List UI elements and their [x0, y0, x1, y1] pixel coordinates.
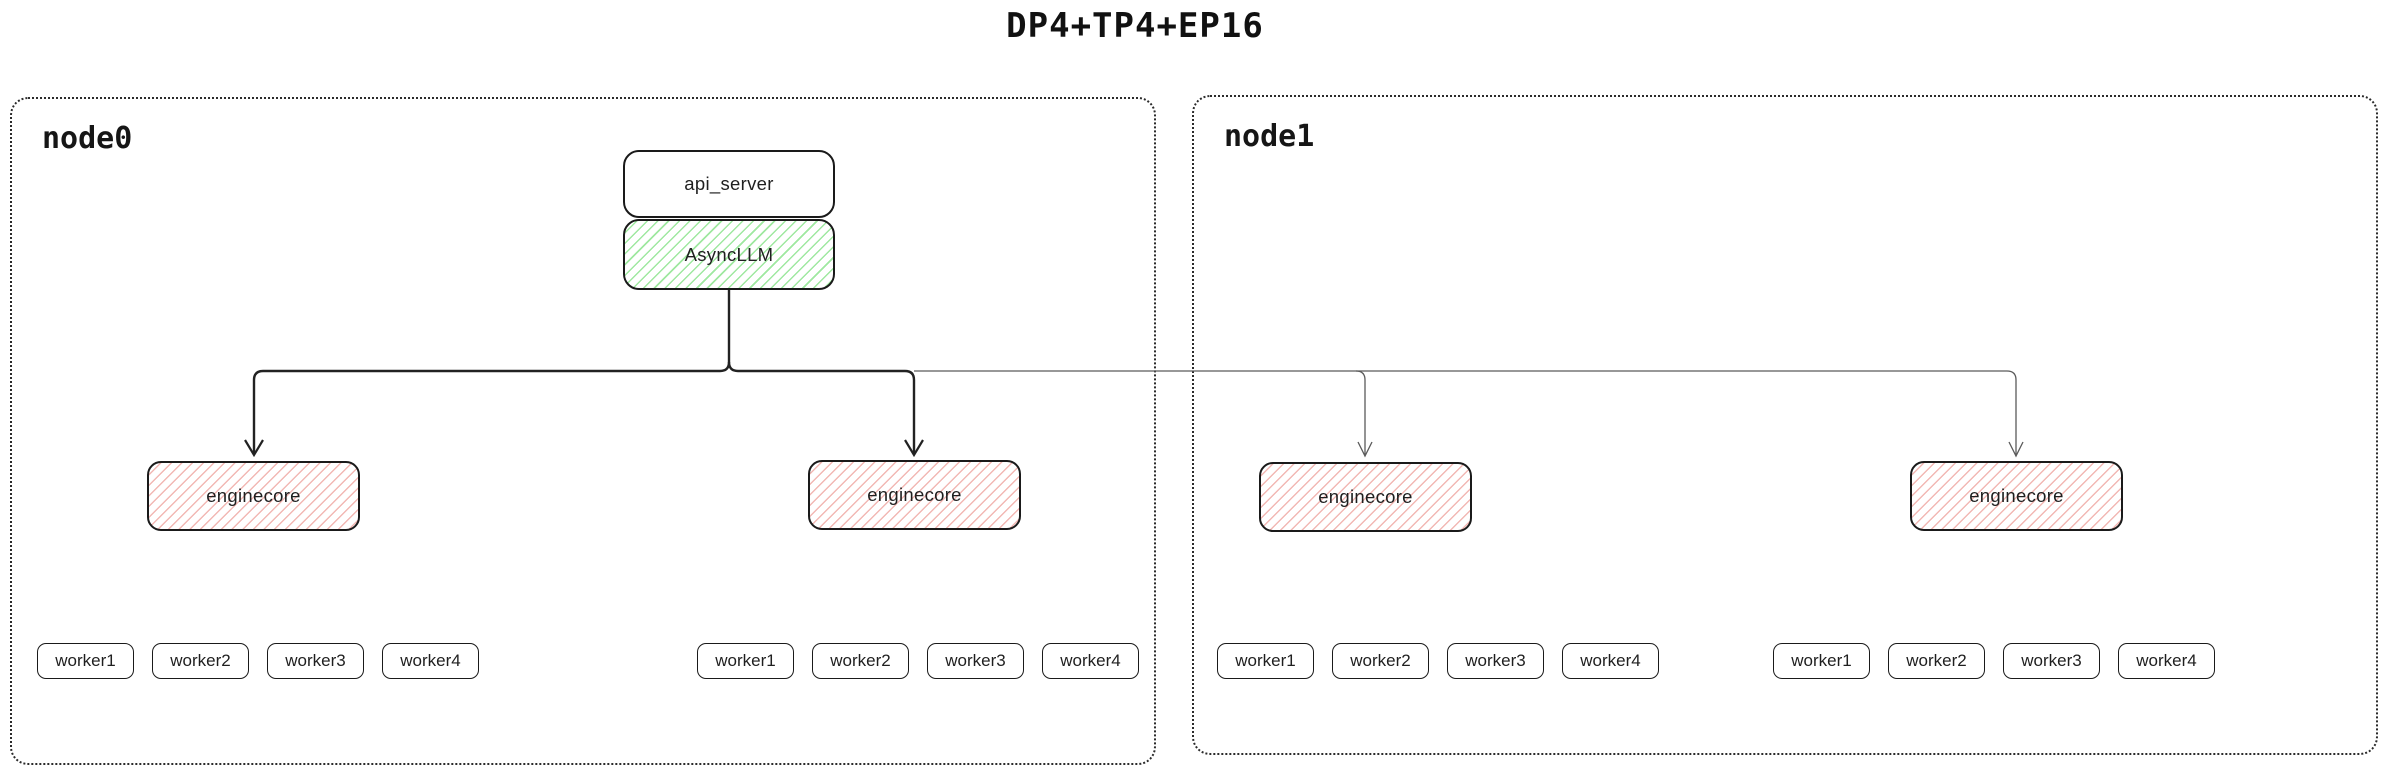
- enginecore-box-2: enginecore: [808, 460, 1021, 530]
- api-server-label: api_server: [684, 173, 774, 194]
- worker-label: worker2: [170, 651, 231, 670]
- worker-label: worker2: [1906, 651, 1967, 670]
- worker-label: worker4: [1580, 651, 1641, 670]
- worker-label: worker4: [400, 651, 461, 670]
- diagram-title: DP4+TP4+EP16: [1006, 6, 1264, 46]
- worker-label: worker1: [715, 651, 776, 670]
- enginecore-label: enginecore: [206, 485, 301, 506]
- worker-group-2: worker1 worker2 worker3 worker4: [697, 643, 1139, 679]
- worker-box: worker2: [152, 643, 249, 679]
- asyncllm-box: AsyncLLM: [623, 219, 835, 290]
- worker-label: worker1: [1235, 651, 1296, 670]
- worker-box: worker1: [1217, 643, 1314, 679]
- worker-box: worker1: [697, 643, 794, 679]
- worker-label: worker4: [1060, 651, 1121, 670]
- worker-box: worker2: [1332, 643, 1429, 679]
- worker-box: worker4: [1562, 643, 1659, 679]
- worker-label: worker3: [285, 651, 346, 670]
- worker-group-4: worker1 worker2 worker3 worker4: [1773, 643, 2215, 679]
- asyncllm-label: AsyncLLM: [684, 243, 774, 265]
- worker-label: worker2: [830, 651, 891, 670]
- worker-box: worker4: [382, 643, 479, 679]
- worker-group-3: worker1 worker2 worker3 worker4: [1217, 643, 1659, 679]
- worker-label: worker4: [2136, 651, 2197, 670]
- worker-box: worker4: [2118, 643, 2215, 679]
- worker-box: worker1: [37, 643, 134, 679]
- worker-box: worker2: [812, 643, 909, 679]
- worker-box: worker4: [1042, 643, 1139, 679]
- enginecore-label: enginecore: [1969, 485, 2064, 506]
- enginecore-label: enginecore: [867, 484, 962, 505]
- enginecore-box-1: enginecore: [147, 461, 360, 531]
- worker-box: worker3: [1447, 643, 1544, 679]
- enginecore-label: enginecore: [1318, 486, 1413, 507]
- worker-label: worker1: [1791, 651, 1852, 670]
- node0-label: node0: [42, 121, 133, 156]
- worker-box: worker1: [1773, 643, 1870, 679]
- api-server-box: api_server: [623, 150, 835, 218]
- worker-label: worker3: [2021, 651, 2082, 670]
- worker-box: worker2: [1888, 643, 1985, 679]
- node1-label: node1: [1224, 119, 1315, 154]
- enginecore-box-3: enginecore: [1259, 462, 1472, 532]
- worker-label: worker1: [55, 651, 116, 670]
- worker-box: worker3: [2003, 643, 2100, 679]
- worker-box: worker3: [267, 643, 364, 679]
- worker-label: worker3: [945, 651, 1006, 670]
- worker-label: worker3: [1465, 651, 1526, 670]
- enginecore-box-4: enginecore: [1910, 461, 2123, 531]
- worker-label: worker2: [1350, 651, 1411, 670]
- worker-group-1: worker1 worker2 worker3 worker4: [37, 643, 479, 679]
- worker-box: worker3: [927, 643, 1024, 679]
